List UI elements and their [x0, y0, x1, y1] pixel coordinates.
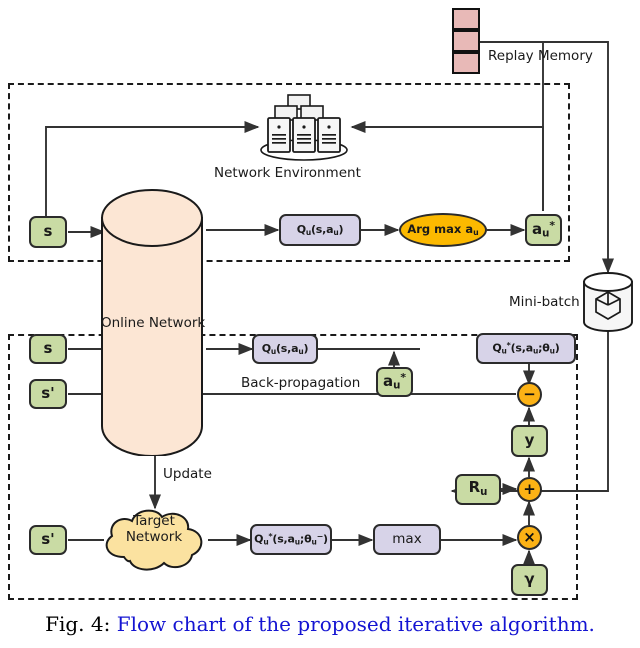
- discount-factor-box[interactable]: γ: [511, 564, 548, 596]
- replay-memory-label: Replay Memory: [488, 48, 593, 64]
- plus-operator: +: [517, 477, 542, 502]
- target-network-cloud: [105, 509, 203, 571]
- action-selection-dashed-region: [8, 83, 570, 262]
- state-box-top[interactable]: s: [29, 216, 67, 248]
- argmax-ellipse[interactable]: Arg max au: [399, 213, 487, 247]
- q-online-box-bottom[interactable]: Qu(s,au): [252, 334, 318, 364]
- target-network-label: Target Network: [96, 513, 212, 545]
- online-network-label: Online Network: [101, 315, 206, 331]
- online-network-cylinder: [101, 189, 203, 456]
- network-environment-label: Network Environment: [214, 165, 361, 181]
- minus-symbol: −: [523, 385, 536, 403]
- target-network-line1: Target: [133, 513, 175, 529]
- state-label: s: [43, 339, 53, 358]
- mini-batch-cylinder: [583, 272, 633, 332]
- figure-number: Fig. 4:: [45, 612, 111, 636]
- q-star-target-box[interactable]: Qu*(s,au;θu−): [250, 524, 332, 555]
- gamma-label: γ: [524, 570, 535, 589]
- reward-box[interactable]: Ru: [455, 474, 501, 505]
- replay-memory-cell: [452, 30, 480, 52]
- max-label: max: [392, 531, 422, 548]
- minus-operator: −: [517, 382, 542, 407]
- q-online-label: Qu(s,au): [261, 341, 309, 356]
- back-propagation-label: Back-propagation: [241, 375, 361, 391]
- q-star-online-box[interactable]: Qu*(s,au;θu): [476, 333, 576, 364]
- update-label: Update: [163, 466, 212, 482]
- q-star-target-label: Qu*(s,au;θu−): [254, 531, 328, 547]
- optimal-action-box-top[interactable]: au*: [525, 214, 562, 246]
- state-box-bottom[interactable]: s: [29, 334, 67, 364]
- q-star-online-label: Qu*(s,au;θu): [492, 340, 560, 356]
- next-state-label: s': [41, 530, 55, 549]
- max-box[interactable]: max: [373, 524, 441, 555]
- y-label: y: [524, 431, 535, 450]
- replay-memory-stack: [452, 8, 480, 74]
- figure-caption-text: Flow chart of the proposed iterative alg…: [116, 612, 595, 636]
- plus-symbol: +: [523, 480, 536, 498]
- optimal-action-label: au*: [531, 218, 556, 240]
- optimal-action-label: au*: [382, 370, 407, 392]
- argmax-label: Arg max au: [407, 221, 479, 237]
- next-state-label: s': [41, 384, 55, 403]
- target-network-line2: Network: [125, 529, 183, 546]
- times-operator: ×: [517, 525, 542, 550]
- q-online-box-top[interactable]: Qu(s,au): [279, 214, 361, 246]
- times-symbol: ×: [523, 528, 536, 546]
- q-online-label: Qu(s,au): [296, 222, 344, 237]
- next-state-box-upper[interactable]: s': [29, 379, 67, 409]
- state-label: s: [43, 222, 53, 241]
- target-value-y-box[interactable]: y: [511, 425, 548, 457]
- optimal-action-box-bottom[interactable]: au*: [376, 367, 413, 397]
- network-environment-icon: [260, 94, 348, 161]
- reward-label: Ru: [468, 478, 488, 499]
- figure-caption: Fig. 4: Flow chart of the proposed itera…: [0, 612, 640, 636]
- replay-memory-cell: [452, 52, 480, 74]
- replay-memory-cell: [452, 8, 480, 30]
- mini-batch-label: Mini-batch: [509, 294, 580, 310]
- next-state-box-lower[interactable]: s': [29, 525, 67, 555]
- training-dashed-region: [8, 334, 578, 600]
